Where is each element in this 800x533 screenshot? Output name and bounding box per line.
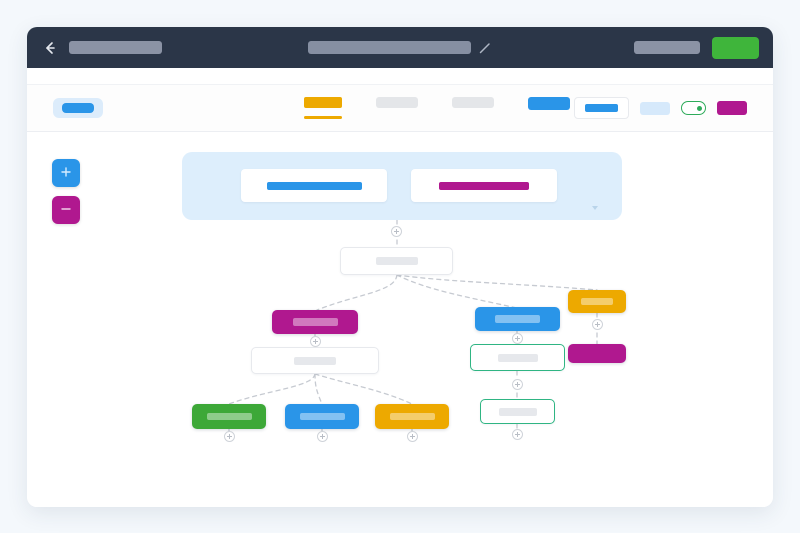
tab-secondary-1[interactable] (376, 97, 418, 108)
flow-node-green-3[interactable] (192, 404, 266, 429)
toolbar-selected-tool-label (62, 103, 94, 113)
flow-node-blue-1[interactable] (475, 307, 560, 331)
title-center-group (308, 41, 492, 55)
edge-root-to-blue1 (396, 274, 518, 309)
flow-node-gray-1[interactable] (251, 347, 379, 374)
flow-node-green-2[interactable] (480, 399, 555, 424)
plus-icon-horizontal (515, 338, 520, 339)
flow-node-orange-1[interactable] (568, 290, 626, 313)
edge-gray1-to-blue2 (314, 373, 323, 405)
tab-active-underline (304, 116, 342, 119)
canvas-header-panel (182, 152, 622, 220)
toolbar-actions (574, 97, 747, 119)
flow-node-label-blue-2 (299, 413, 345, 420)
edge-root-to-magenta1 (316, 274, 398, 311)
flow-node-label-magenta-1 (292, 318, 338, 326)
toolbar-chip-light[interactable] (640, 101, 670, 115)
pencil-icon[interactable] (478, 41, 492, 55)
flow-node-root[interactable] (340, 247, 453, 275)
flow-canvas[interactable] (27, 132, 773, 507)
flow-node-label-green-1 (497, 353, 538, 362)
toolbar-chip-magenta[interactable] (717, 101, 747, 115)
flow-node-magenta-1[interactable] (272, 310, 358, 334)
app-window (27, 27, 773, 507)
flow-node-label-root (375, 257, 418, 265)
plus-icon-horizontal (313, 341, 318, 342)
zoom-controls (52, 159, 80, 224)
toolbar (27, 84, 773, 132)
flow-node-orange-2[interactable] (375, 404, 449, 429)
plus-icon-horizontal (394, 231, 399, 232)
flow-node-label-green-3 (206, 413, 252, 420)
plus-icon-horizontal (515, 434, 520, 435)
header-strip (27, 68, 773, 84)
panel-card-secondary-label (439, 181, 529, 190)
toolbar-toggle-switch[interactable] (681, 101, 706, 115)
toolbar-boxed-button[interactable] (574, 97, 629, 119)
flow-node-label-orange-2 (389, 413, 435, 420)
chevron-down-icon[interactable] (592, 206, 598, 210)
node-layer (27, 132, 773, 507)
add-node-icon-c-orange-2[interactable] (407, 431, 418, 442)
edge-root-to-orange1 (396, 274, 598, 291)
plus-icon-horizontal (227, 436, 232, 437)
toolbar-boxed-button-label (585, 104, 618, 112)
toggle-knob (697, 105, 702, 111)
panel-card-secondary[interactable] (411, 169, 557, 202)
toolbar-tabs (304, 97, 570, 119)
tab-active[interactable] (304, 97, 342, 119)
zoom-in-button[interactable] (52, 159, 80, 187)
plus-icon-horizontal (515, 384, 520, 385)
zoom-out-button[interactable] (52, 196, 80, 224)
tab-active-label (304, 97, 342, 108)
flow-node-blue-2[interactable] (285, 404, 359, 429)
tab-secondary-2[interactable] (452, 97, 494, 108)
panel-card-primary-label (266, 181, 362, 190)
edge-gray1-to-orange2 (314, 373, 413, 405)
title-field-placeholder[interactable] (308, 41, 471, 54)
minus-icon (59, 202, 73, 219)
panel-card-primary[interactable] (241, 169, 387, 202)
toolbar-selected-tool[interactable] (53, 98, 103, 118)
plus-icon-horizontal (320, 436, 325, 437)
flow-node-label-green-2 (498, 407, 537, 416)
flow-node-label-gray-1 (294, 356, 336, 365)
secondary-action-placeholder[interactable] (634, 41, 700, 54)
add-node-icon-c-green-3[interactable] (224, 431, 235, 442)
add-node-icon-c-blue-1[interactable] (512, 333, 523, 344)
document-name-placeholder[interactable] (69, 41, 162, 54)
title-actions-group (634, 36, 759, 59)
flow-node-magenta-2[interactable] (568, 344, 626, 363)
plus-icon-horizontal (410, 436, 415, 437)
plus-icon (59, 165, 73, 182)
add-node-icon-c-root-top[interactable] (391, 226, 402, 237)
flow-node-label-orange-1 (581, 298, 613, 305)
publish-button[interactable] (712, 36, 759, 59)
add-node-icon-c-green-1[interactable] (512, 379, 523, 390)
title-bar (27, 27, 773, 68)
flow-node-green-1[interactable] (470, 344, 565, 371)
edge-gray1-to-green3 (228, 373, 316, 405)
add-node-icon-c-orange-1[interactable] (592, 319, 603, 330)
arrow-left-icon[interactable] (41, 39, 59, 57)
add-node-icon-c-green-2[interactable] (512, 429, 523, 440)
flow-node-label-blue-1 (495, 315, 540, 323)
add-node-icon-c-magenta-1[interactable] (310, 336, 321, 347)
plus-icon-horizontal (595, 324, 600, 325)
add-node-icon-c-blue-2[interactable] (317, 431, 328, 442)
tab-primary[interactable] (528, 97, 570, 110)
